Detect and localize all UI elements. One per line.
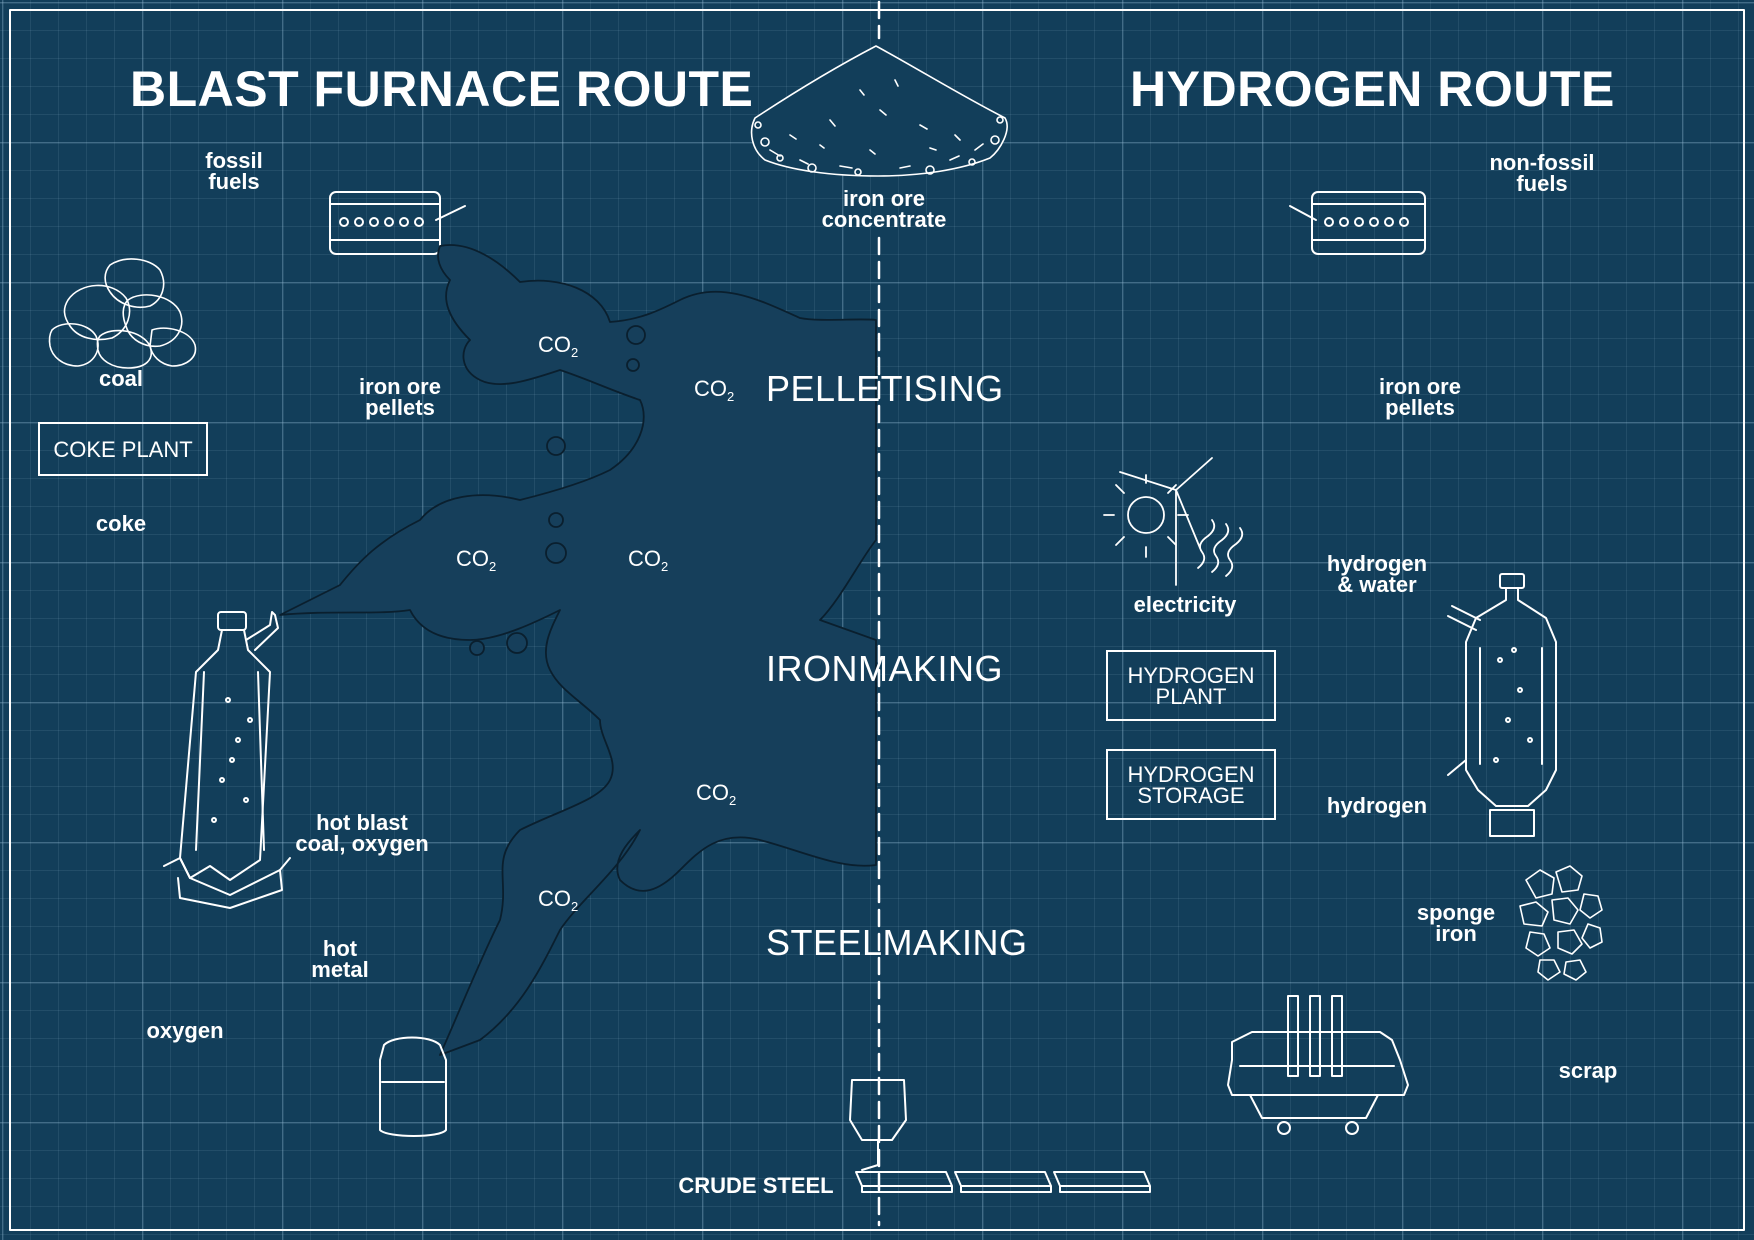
co2-cloud-icon	[279, 244, 877, 1056]
crude-steel-label: CRUDE STEEL	[678, 1173, 834, 1198]
co2-label: CO2	[696, 780, 737, 809]
shaft-furnace-icon	[1447, 573, 1557, 837]
coke-label: coke	[95, 511, 147, 536]
title-blast-furnace: BLAST FURNACE ROUTE	[130, 61, 754, 117]
stage-ironmaking: IRONMAKING	[766, 648, 1004, 689]
outer-frame	[9, 9, 1745, 1231]
blast-furnace-icon	[163, 611, 291, 909]
co2-label: CO2	[456, 546, 497, 575]
stage-steelmaking: STEELMAKING	[766, 922, 1028, 963]
renewable-energy-icon	[1103, 457, 1244, 586]
scrap-label: scrap	[1558, 1058, 1618, 1083]
co2-label: CO2	[694, 376, 735, 405]
coal-pile-icon	[48, 258, 197, 369]
co2-label: CO2	[538, 886, 579, 915]
pellet-machine-right-icon	[1289, 191, 1426, 255]
electricity-label: electricity	[1133, 592, 1237, 617]
iron-ore-pile-icon	[750, 45, 1008, 177]
title-hydrogen: HYDROGEN ROUTE	[1130, 61, 1615, 117]
electric-arc-furnace-icon	[1227, 995, 1409, 1135]
converter-icon	[849, 1079, 907, 1171]
steel-slab-icons	[855, 1171, 1151, 1193]
hot-metal-ladle-icon	[379, 1036, 447, 1137]
hydrogen-water-label: hydrogen& water	[1326, 551, 1428, 597]
hydrogen-label: hydrogen	[1326, 793, 1428, 818]
sponge-iron-icon	[1519, 865, 1603, 981]
coke-plant-box: COKE PLANT	[38, 422, 208, 476]
coal-label: coal	[98, 366, 144, 391]
stage-pelletising: PELLETISING	[766, 368, 1004, 409]
pellet-machine-left-icon	[329, 191, 466, 255]
co2-label: CO2	[628, 546, 669, 575]
oxygen-label: oxygen	[146, 1018, 224, 1043]
co2-label: CO2	[538, 332, 579, 361]
